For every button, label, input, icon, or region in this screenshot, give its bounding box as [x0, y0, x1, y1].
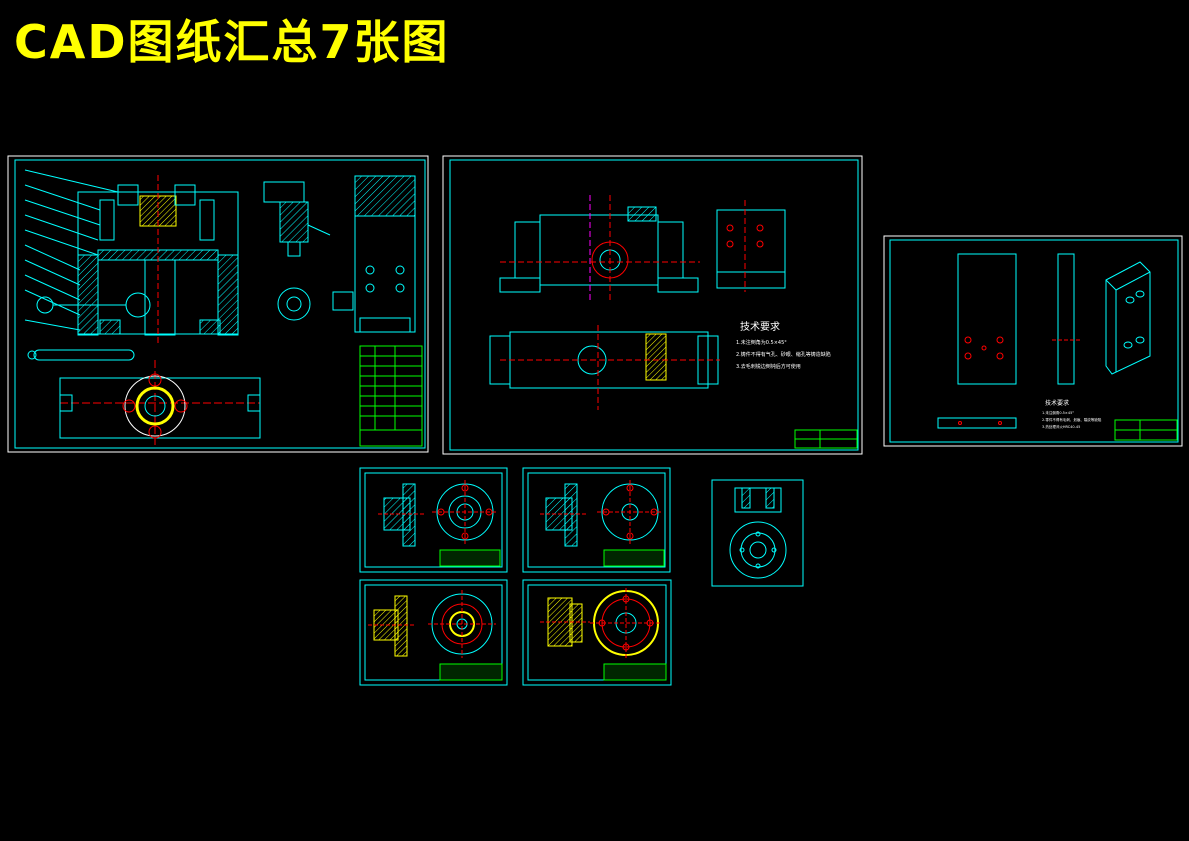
sheet-4-flange[interactable] [359, 467, 508, 573]
sheet-2-tech-req-line-1: 1.未注倒角为0.5×45° [736, 339, 787, 346]
sheet-3-tech-req-title: 技术要求 [1045, 399, 1069, 407]
sheet-2-tech-req-line-2: 2.铸件不得有气孔、砂眼、缩孔等铸造缺陷 [736, 351, 831, 358]
sheet-6-ring[interactable] [711, 479, 804, 587]
sheet-2-base[interactable] [442, 155, 863, 455]
sheet-8-flange[interactable] [522, 579, 672, 686]
sheet-3-tech-req-line-1: 1.未注倒角0.5×45° [1042, 410, 1074, 415]
sheet-2-tech-req-line-3: 3.去毛刺锐边倒钝后方可使用 [736, 363, 801, 370]
sheet-3-tech-req-line-3: 3.热处理淬火HRC40-45 [1042, 424, 1080, 429]
sheet-1-assembly[interactable] [7, 155, 429, 453]
page-title: CAD图纸汇总7张图 [14, 15, 450, 69]
sheet-2-tech-req-title: 技术要求 [740, 320, 780, 333]
sheet-3-tech-req-line-2: 2.零件不得有毛刺、划痕、裂纹等缺陷 [1042, 417, 1102, 422]
sheet-5-flange[interactable] [522, 467, 671, 573]
sheet-7-flange[interactable] [359, 579, 508, 686]
sheet-3-plate[interactable] [883, 235, 1183, 447]
